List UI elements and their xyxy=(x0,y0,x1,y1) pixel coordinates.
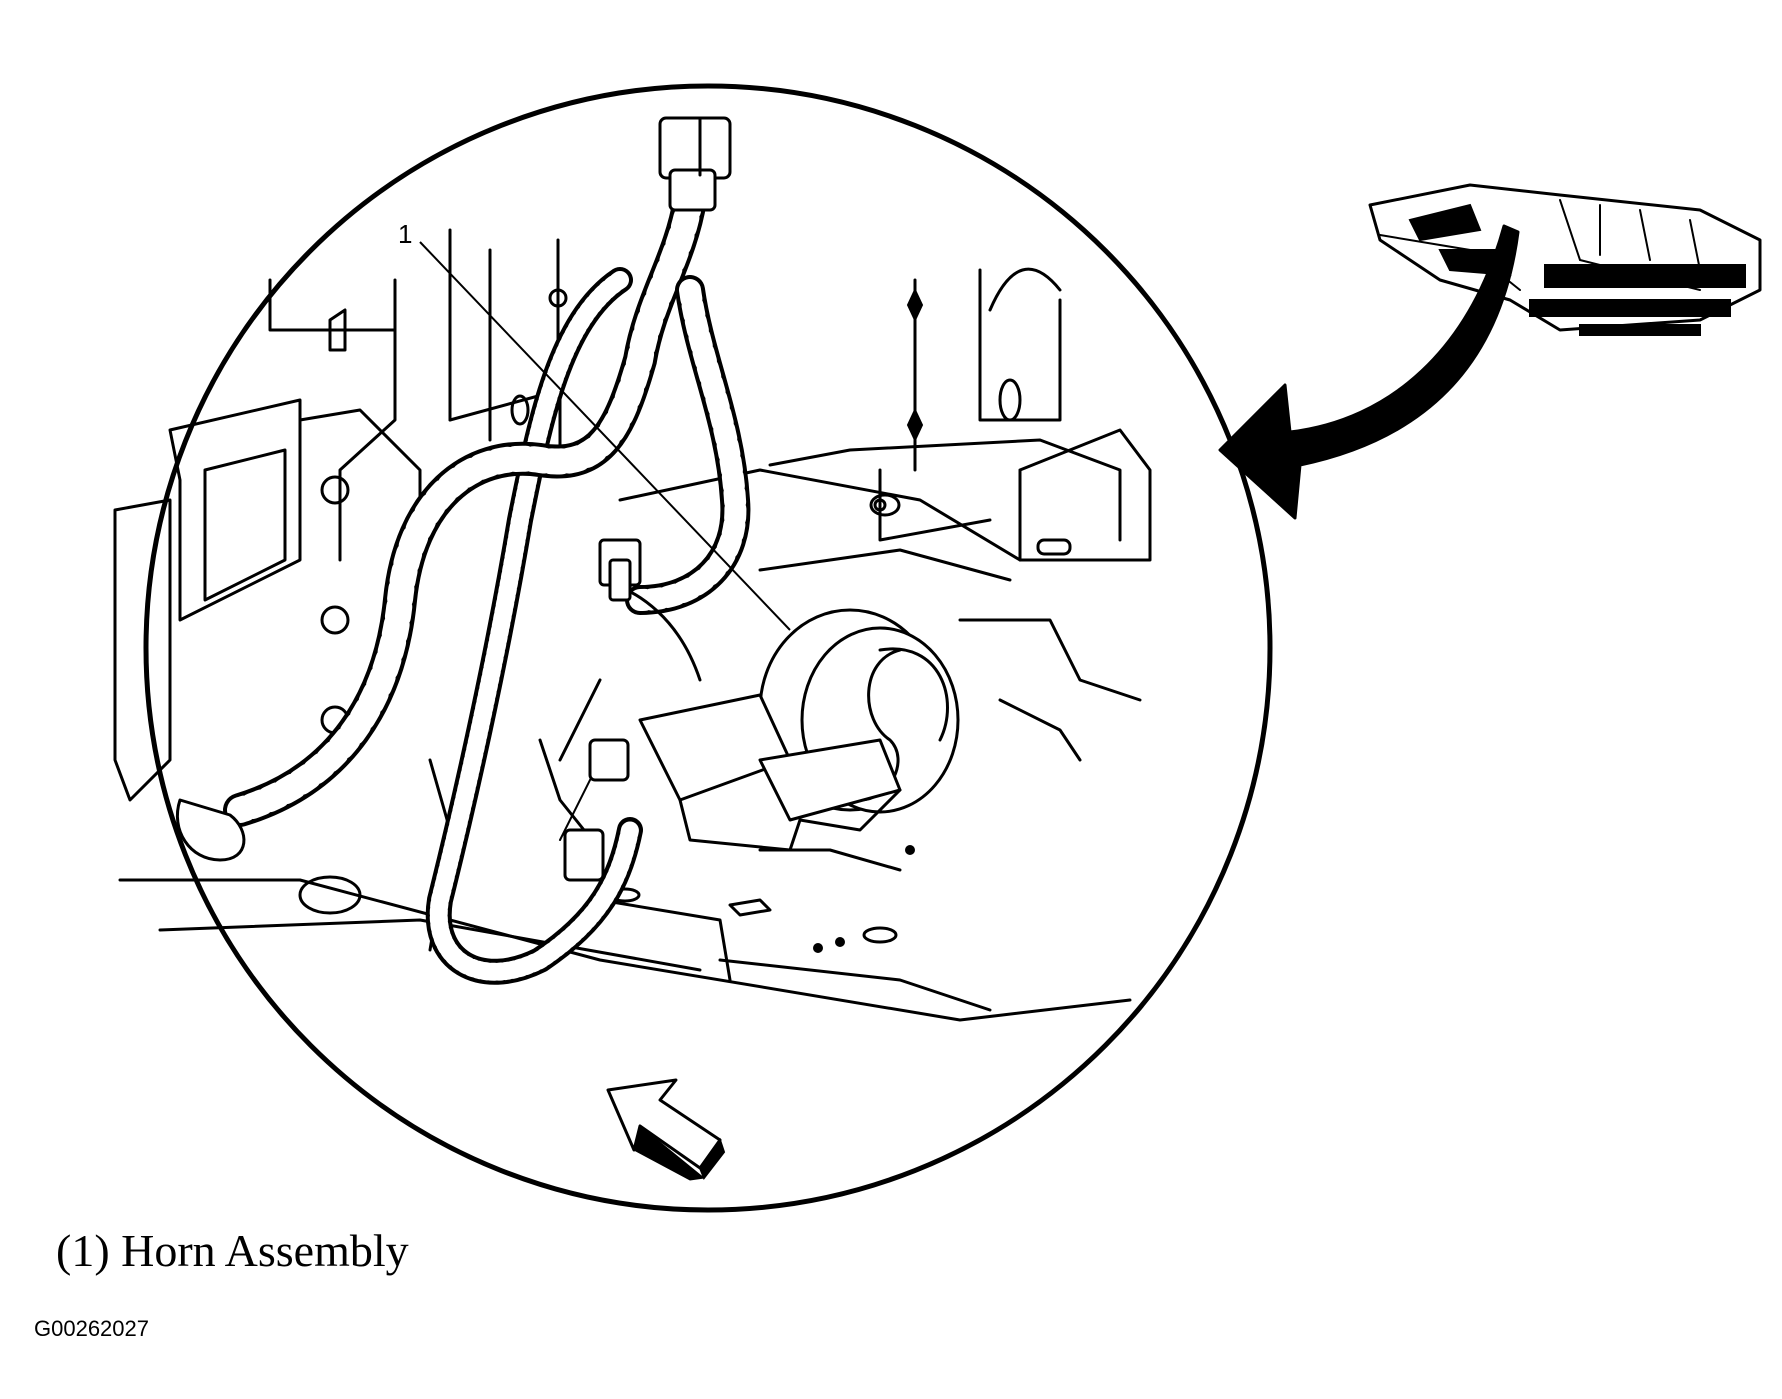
wiring-harness xyxy=(223,183,751,985)
figure-caption: (1) Horn Assembly xyxy=(56,1225,409,1276)
detail-circle xyxy=(143,83,1273,1213)
callout-leader-line xyxy=(419,241,791,631)
horn-assembly xyxy=(638,608,960,852)
vehicle-locator-icon xyxy=(1368,183,1762,336)
view-direction-arrow-icon xyxy=(606,1078,726,1181)
detail-view: 1 xyxy=(113,83,1273,1213)
figure-id: G00262027 xyxy=(34,1316,149,1341)
pointer-arrow-icon xyxy=(1218,224,1520,520)
callout-number: 1 xyxy=(398,219,412,249)
connectors xyxy=(175,116,732,882)
